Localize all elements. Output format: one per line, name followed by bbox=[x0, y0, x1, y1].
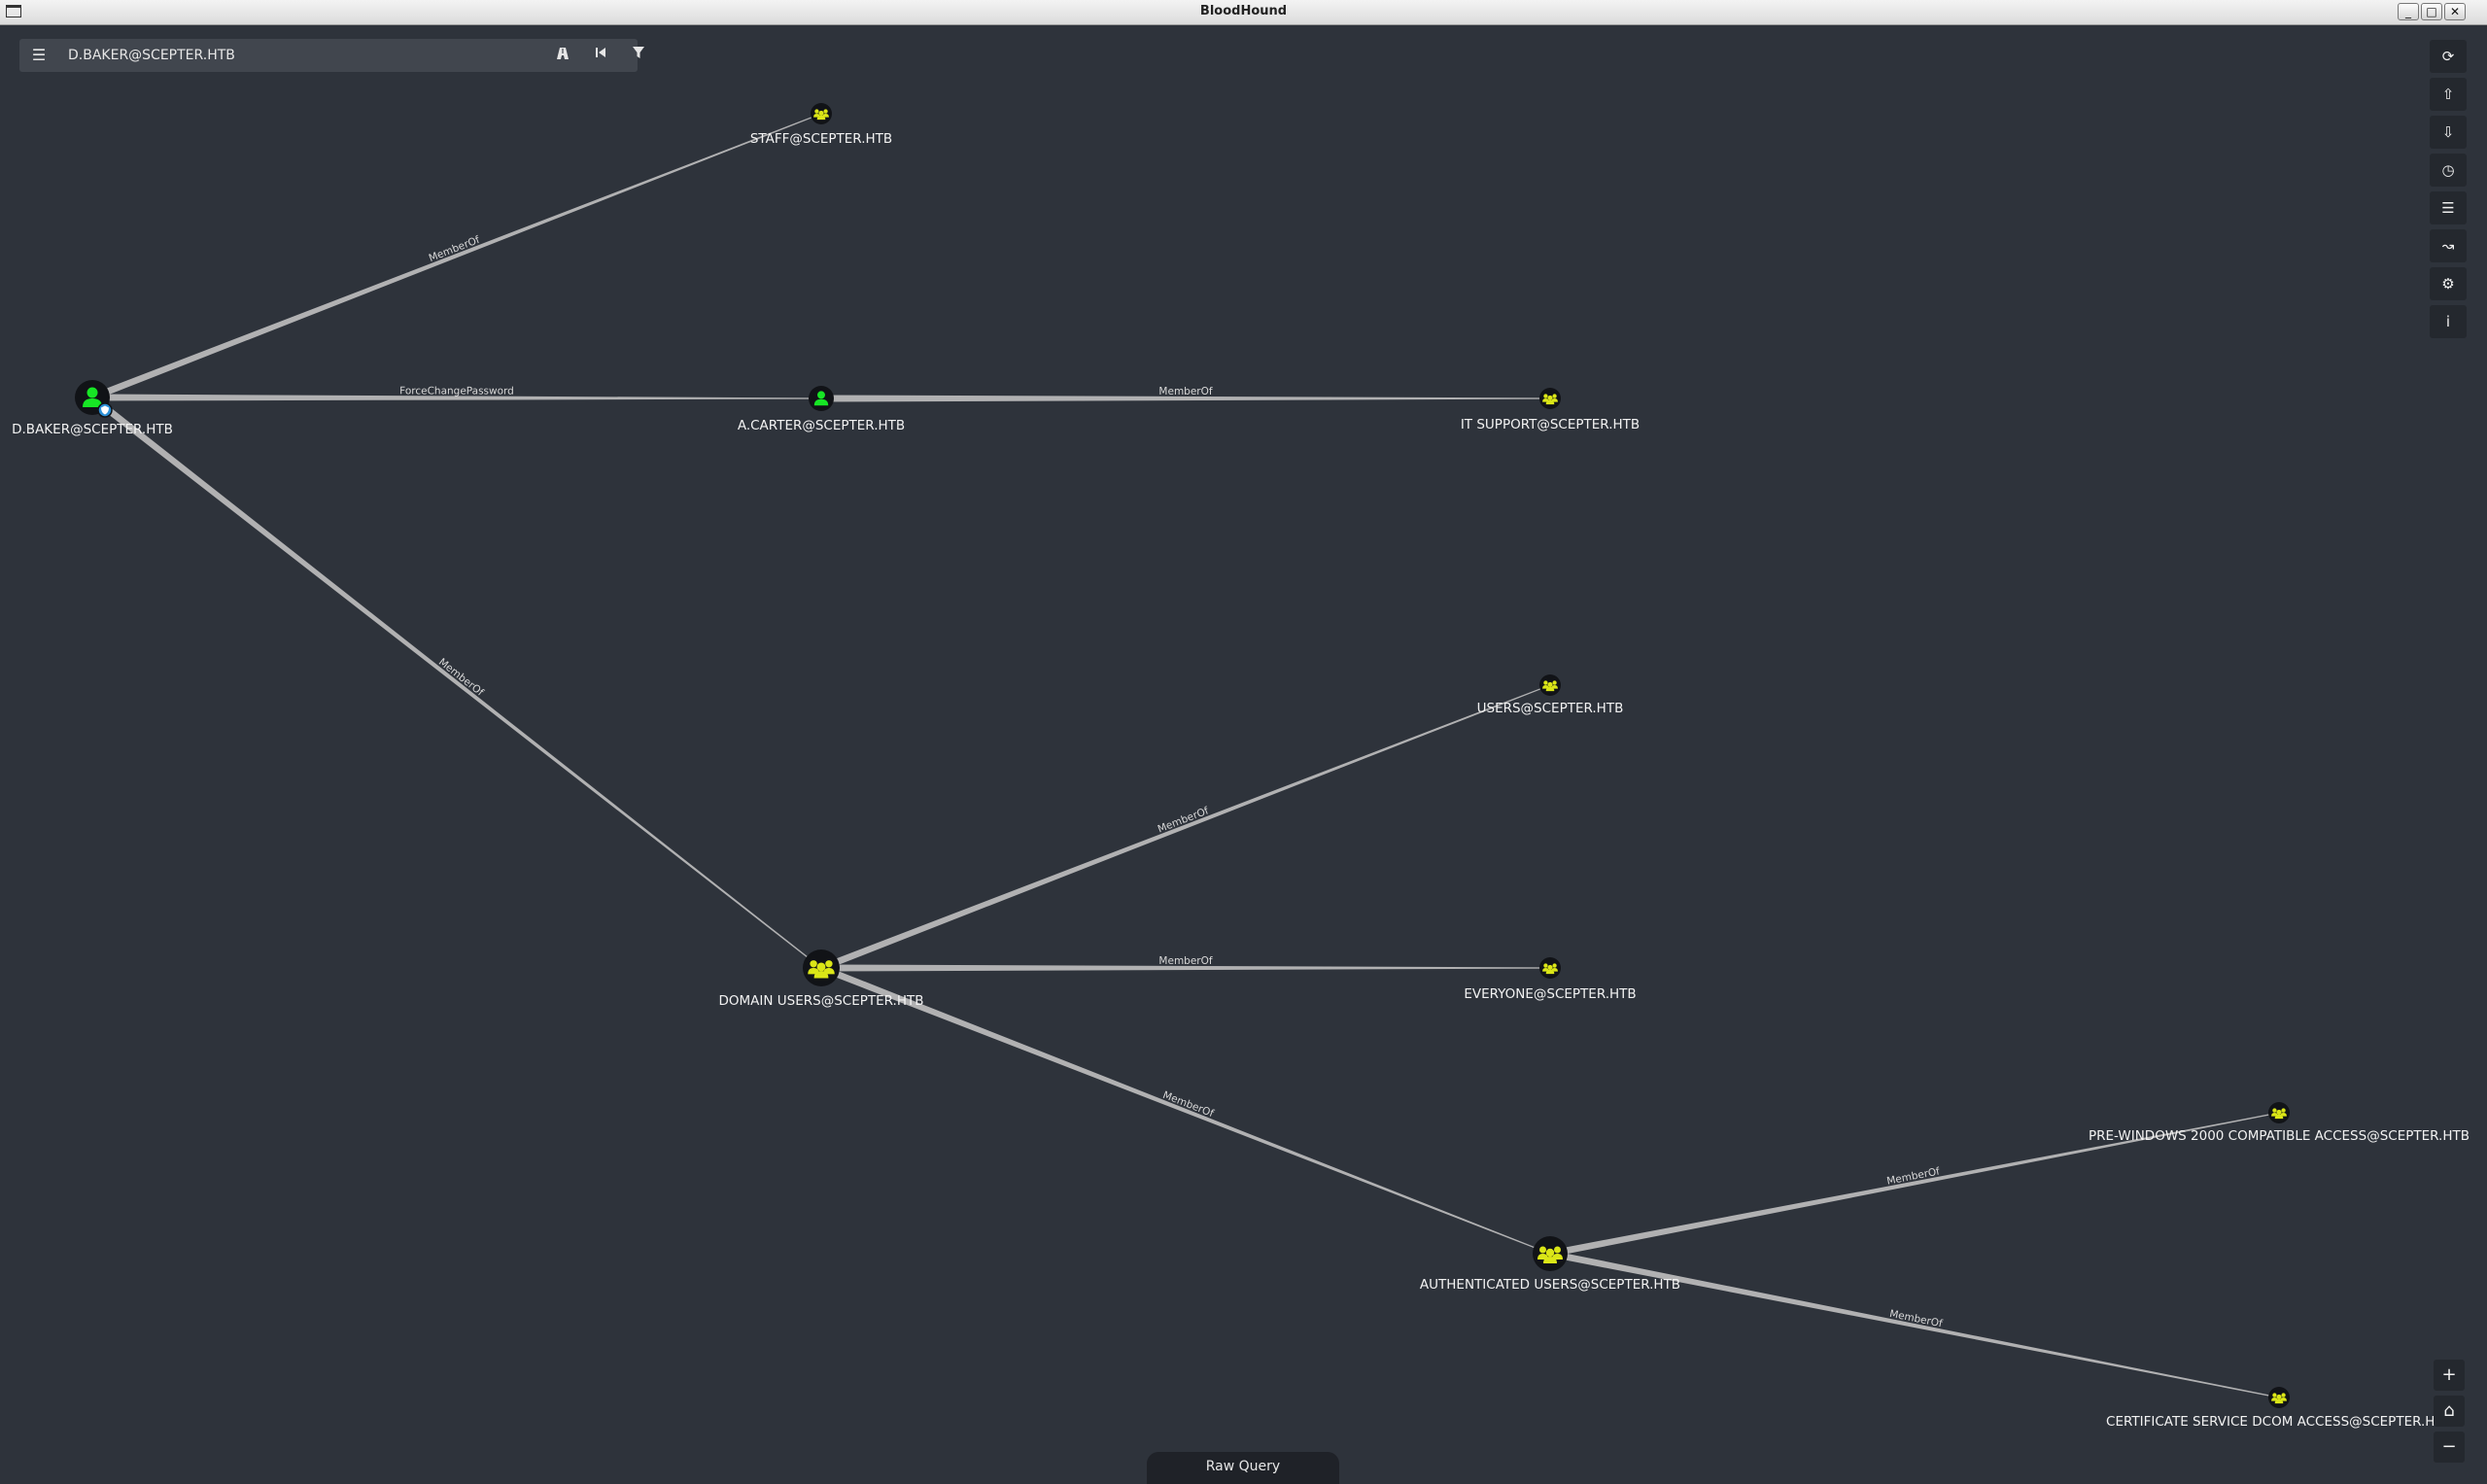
app-window-icon bbox=[6, 5, 21, 17]
group-icon bbox=[1542, 394, 1558, 405]
info-button[interactable]: i bbox=[2430, 305, 2467, 338]
graph-edge[interactable] bbox=[91, 394, 822, 401]
upload-icon: ⇧ bbox=[2441, 86, 2455, 103]
node-label: USERS@SCEPTER.HTB bbox=[1477, 701, 1624, 716]
back-icon[interactable] bbox=[590, 46, 611, 65]
history-button[interactable]: ◷ bbox=[2430, 154, 2467, 187]
chart-icon: ↝ bbox=[2441, 237, 2455, 255]
graph-node-domainusers[interactable] bbox=[803, 949, 840, 986]
node-label: A.CARTER@SCEPTER.HTB bbox=[738, 418, 905, 433]
hamburger-menu-icon[interactable]: ☰ bbox=[31, 46, 47, 64]
pathfinding-icon[interactable] bbox=[552, 46, 573, 65]
graph-edge[interactable] bbox=[819, 684, 1551, 972]
window-titlebar: BloodHound _ □ ✕ bbox=[0, 0, 2487, 25]
group-icon bbox=[813, 109, 829, 121]
node-label: STAFF@SCEPTER.HTB bbox=[750, 131, 892, 147]
graph-node-itsupport[interactable] bbox=[1539, 388, 1561, 409]
group-icon bbox=[1537, 1246, 1563, 1263]
graph-edge[interactable] bbox=[1549, 1112, 2280, 1258]
graph-edge[interactable] bbox=[1549, 1250, 2280, 1398]
graph-node-certdcom[interactable] bbox=[2268, 1387, 2290, 1408]
minimize-icon[interactable]: _ bbox=[2398, 3, 2419, 20]
group-icon bbox=[2271, 1393, 2287, 1404]
chart-button[interactable]: ↝ bbox=[2430, 229, 2467, 262]
home-icon: ⌂ bbox=[2443, 1400, 2455, 1421]
graph-node-dbaker[interactable] bbox=[75, 380, 113, 418]
group-icon bbox=[2271, 1108, 2287, 1120]
window-title: BloodHound bbox=[1199, 4, 1288, 18]
close-icon[interactable]: ✕ bbox=[2444, 3, 2466, 20]
filter-icon[interactable] bbox=[628, 46, 649, 65]
node-label: D.BAKER@SCEPTER.HTB bbox=[12, 422, 173, 437]
node-label: EVERYONE@SCEPTER.HTB bbox=[1464, 986, 1636, 1002]
graph-edge[interactable] bbox=[821, 395, 1550, 402]
graph-node-prewin2000[interactable] bbox=[2268, 1102, 2290, 1123]
node-label: DOMAIN USERS@SCEPTER.HTB bbox=[719, 993, 924, 1009]
raw-query-toggle[interactable]: Raw Query bbox=[1147, 1452, 1339, 1484]
zoom-in-button[interactable]: + bbox=[2434, 1360, 2465, 1391]
search-bar: ☰ D.BAKER@SCEPTER.HTB bbox=[19, 39, 644, 72]
edge-label: ForceChangePassword bbox=[399, 385, 514, 397]
settings-icon: ⚙ bbox=[2441, 275, 2455, 293]
graph-edge[interactable] bbox=[90, 113, 822, 401]
clock-icon: ◷ bbox=[2441, 161, 2455, 179]
node-label: PRE-WINDOWS 2000 COMPATIBLE ACCESS@SCEPT… bbox=[2089, 1128, 2470, 1144]
settings-button[interactable]: ⚙ bbox=[2430, 267, 2467, 300]
list-button[interactable]: ☰ bbox=[2430, 191, 2467, 224]
graph-edge[interactable] bbox=[89, 395, 822, 969]
owned-badge-icon bbox=[97, 402, 113, 418]
download-button[interactable]: ⇩ bbox=[2430, 116, 2467, 149]
node-label: CERTIFICATE SERVICE DCOM ACCESS@SCEPTER.… bbox=[2106, 1414, 2452, 1430]
maximize-icon[interactable]: □ bbox=[2421, 3, 2442, 20]
info-icon: i bbox=[2445, 313, 2451, 330]
search-input[interactable]: D.BAKER@SCEPTER.HTB bbox=[68, 48, 235, 63]
graph-node-acarter[interactable] bbox=[809, 386, 834, 411]
node-label: IT SUPPORT@SCEPTER.HTB bbox=[1461, 417, 1640, 432]
graph-node-authusers[interactable] bbox=[1533, 1236, 1568, 1271]
download-icon: ⇩ bbox=[2441, 123, 2455, 141]
group-icon bbox=[1542, 963, 1558, 975]
user-icon bbox=[813, 391, 829, 406]
refresh-button[interactable]: ⟳ bbox=[2430, 40, 2467, 73]
graph-node-users[interactable] bbox=[1539, 674, 1561, 696]
node-label: AUTHENTICATED USERS@SCEPTER.HTB bbox=[1420, 1277, 1680, 1293]
graph-node-staff[interactable] bbox=[811, 103, 832, 124]
refresh-icon: ⟳ bbox=[2441, 48, 2455, 65]
zoom-in-icon: + bbox=[2441, 1364, 2457, 1385]
group-icon bbox=[808, 960, 835, 979]
zoom-out-icon: − bbox=[2441, 1436, 2457, 1457]
home-button[interactable]: ⌂ bbox=[2434, 1396, 2465, 1427]
group-icon bbox=[1542, 680, 1558, 692]
edge-label: MemberOf bbox=[1158, 386, 1212, 397]
list-icon: ☰ bbox=[2441, 199, 2455, 217]
zoom-out-button[interactable]: − bbox=[2434, 1432, 2465, 1463]
graph-edge[interactable] bbox=[821, 964, 1550, 972]
graph-edge[interactable] bbox=[819, 964, 1551, 1255]
graph-canvas[interactable] bbox=[5, 25, 2482, 1480]
edge-label: MemberOf bbox=[436, 656, 486, 699]
graph-node-everyone[interactable] bbox=[1539, 957, 1561, 979]
user-icon bbox=[83, 387, 102, 407]
upload-button[interactable]: ⇧ bbox=[2430, 78, 2467, 111]
edge-label: MemberOf bbox=[1158, 955, 1212, 967]
